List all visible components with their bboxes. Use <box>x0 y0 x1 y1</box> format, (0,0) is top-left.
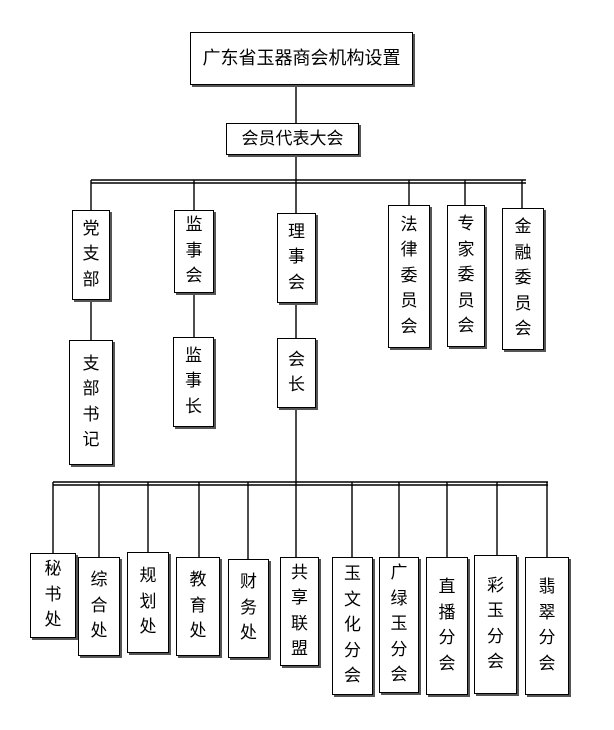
supervisor-chief-box: 监事长 <box>173 337 214 427</box>
department-label: 共享联盟 <box>291 562 308 660</box>
council-box: 理事会 <box>277 213 316 303</box>
department-box: 秘书处 <box>30 553 76 638</box>
supervisory-board-box: 监事会 <box>174 210 214 293</box>
department-box: 直播分会 <box>426 557 468 695</box>
branch-secretary-label: 支部书记 <box>82 353 100 451</box>
department-label: 广绿玉分会 <box>390 563 408 686</box>
department-label: 财务处 <box>240 572 257 644</box>
finance-committee-label: 金融委员会 <box>514 217 532 340</box>
department-box: 教育处 <box>176 557 220 656</box>
party-branch-label: 党支部 <box>82 218 100 290</box>
department-box: 规划处 <box>127 552 169 653</box>
department-label: 规划处 <box>139 566 157 638</box>
department-box: 彩玉分会 <box>474 555 517 694</box>
department-label: 玉文化分会 <box>344 564 361 687</box>
org-title-box: 广东省玉器商会机构设置 <box>190 32 413 85</box>
expert-committee-box: 专家委员会 <box>447 205 485 347</box>
department-label: 直播分会 <box>438 577 456 674</box>
department-label: 综合处 <box>90 570 108 642</box>
member-assembly-box: 会员代表大会 <box>226 123 359 155</box>
council-label: 理事会 <box>288 221 305 293</box>
legal-committee-box: 法律委员会 <box>388 205 430 348</box>
supervisor-chief-label: 监事长 <box>185 345 202 417</box>
department-box: 财务处 <box>228 559 269 658</box>
department-label: 翡翠分会 <box>538 577 556 674</box>
party-branch-box: 党支部 <box>72 210 110 300</box>
member-assembly-label: 会员代表大会 <box>241 128 344 149</box>
department-box: 翡翠分会 <box>525 557 569 695</box>
supervisory-board-label: 监事会 <box>185 215 203 287</box>
legal-committee-label: 法律委员会 <box>400 214 418 337</box>
president-box: 会长 <box>277 338 316 408</box>
finance-committee-box: 金融委员会 <box>502 208 544 350</box>
department-box: 广绿玉分会 <box>379 557 419 693</box>
department-box: 共享联盟 <box>280 557 319 666</box>
branch-secretary-box: 支部书记 <box>69 340 113 465</box>
department-label: 教育处 <box>189 570 207 642</box>
department-box: 综合处 <box>78 557 120 656</box>
expert-committee-label: 专家委员会 <box>457 214 475 337</box>
department-label: 秘书处 <box>44 559 62 631</box>
department-box: 玉文化分会 <box>332 557 373 695</box>
org-title: 广东省玉器商会机构设置 <box>202 47 401 69</box>
president-label: 会长 <box>288 349 305 396</box>
department-label: 彩玉分会 <box>487 575 504 673</box>
